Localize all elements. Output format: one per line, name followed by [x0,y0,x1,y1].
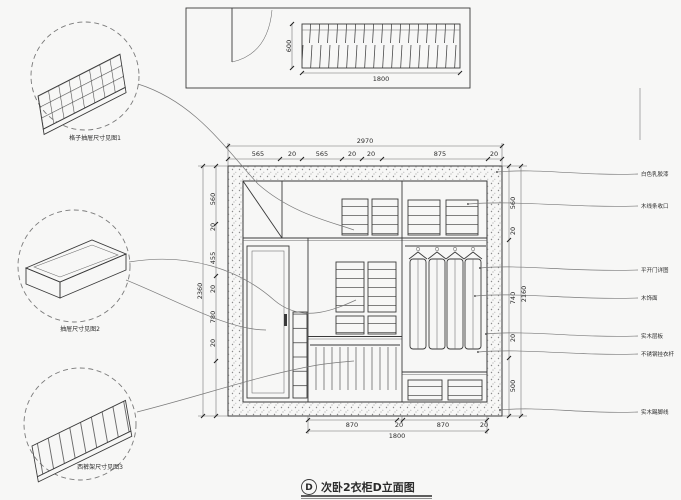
detail-leader-lines [125,83,357,413]
dim-left-3: 20 [209,285,217,293]
dim-bottom-0: 870 [346,421,358,429]
annotation-label-3: 平开门详图 [641,266,669,274]
detail-caption-2: 抽屉尺寸见图2 [60,325,100,333]
detail-circle-trouser-rack: 西裤架尺寸见图3 [23,367,137,483]
dim-right-3: 20 [509,334,517,342]
annotation-label-7: 实木踢脚线 [641,408,669,416]
hanging-garments [405,245,486,350]
dim-right-total: 2160 [520,286,528,303]
detail-callouts: 格子抽屉尺寸见图1 抽屉尺寸见图2 西裤架尺寸见图3 [17,21,357,483]
shelves [243,237,487,375]
plan-view: 600 1800 [185,7,471,89]
dim-right-4: 500 [509,380,517,392]
dim-top-1: 20 [288,150,296,158]
wardrobe-door [246,245,290,399]
hanging-short-clothes [310,344,400,390]
annotation-label-1: 白色乳胶漆 [641,170,669,178]
detail-caption-3: 西裤架尺寸见图3 [77,463,123,471]
plan-width-dim: 1800 [373,75,390,83]
dim-top-6: 20 [490,150,498,158]
detail-circle-drawer: 抽屉尺寸见图2 [17,209,131,333]
plan-door-swing-arc [231,9,273,63]
dim-bottom-total: 1800 [389,432,406,440]
folded-clothes-stacks [335,198,483,401]
dim-top-2: 565 [316,150,328,158]
detail-marker-circle [301,479,317,495]
dim-right-2: 740 [509,292,517,304]
annotation-label-5: 实木层板 [641,332,664,340]
dim-bottom-1: 20 [395,421,403,429]
side-shelf-ladder [292,311,308,399]
elevation-view [227,165,503,417]
dim-right-1: 20 [509,227,517,235]
dim-top-0: 565 [252,150,264,158]
dim-top-4: 20 [367,150,375,158]
dim-left-0: 560 [209,193,217,205]
detail-circle-grid-drawer: 格子抽屉尺寸见图1 [30,21,140,142]
dim-top-5: 875 [434,150,446,158]
title-block: D 次卧2衣柜D立面图 [301,479,432,499]
dim-left-total: 2360 [196,283,204,300]
plan-hanging-rail [301,23,461,69]
detail-marker-letter: D [305,483,312,493]
annotation-leaders: 白色乳胶漆 木线条收口 平开门详图 木饰面 实木层板 不锈钢挂衣杆 实木踢脚线 [467,88,675,416]
dim-left-2: 455 [209,252,217,264]
door-handle [284,314,287,326]
dim-left-5: 20 [209,339,217,347]
plan-depth-dim: 600 [285,40,293,52]
dim-top-3: 20 [348,150,356,158]
dim-left-1: 20 [209,223,217,231]
annotation-label-2: 木线条收口 [641,202,669,210]
annotation-label-6: 不锈钢挂衣杆 [641,350,675,358]
dim-left-4: 780 [209,311,217,323]
dim-bottom-3: 20 [480,421,488,429]
detail-caption-1: 格子抽屉尺寸见图1 [69,134,121,142]
annotation-label-4: 木饰面 [641,294,658,302]
dim-bottom-2: 870 [437,421,449,429]
drawing-title: 次卧2衣柜D立面图 [321,480,415,494]
dim-total-width: 2970 [357,137,374,145]
